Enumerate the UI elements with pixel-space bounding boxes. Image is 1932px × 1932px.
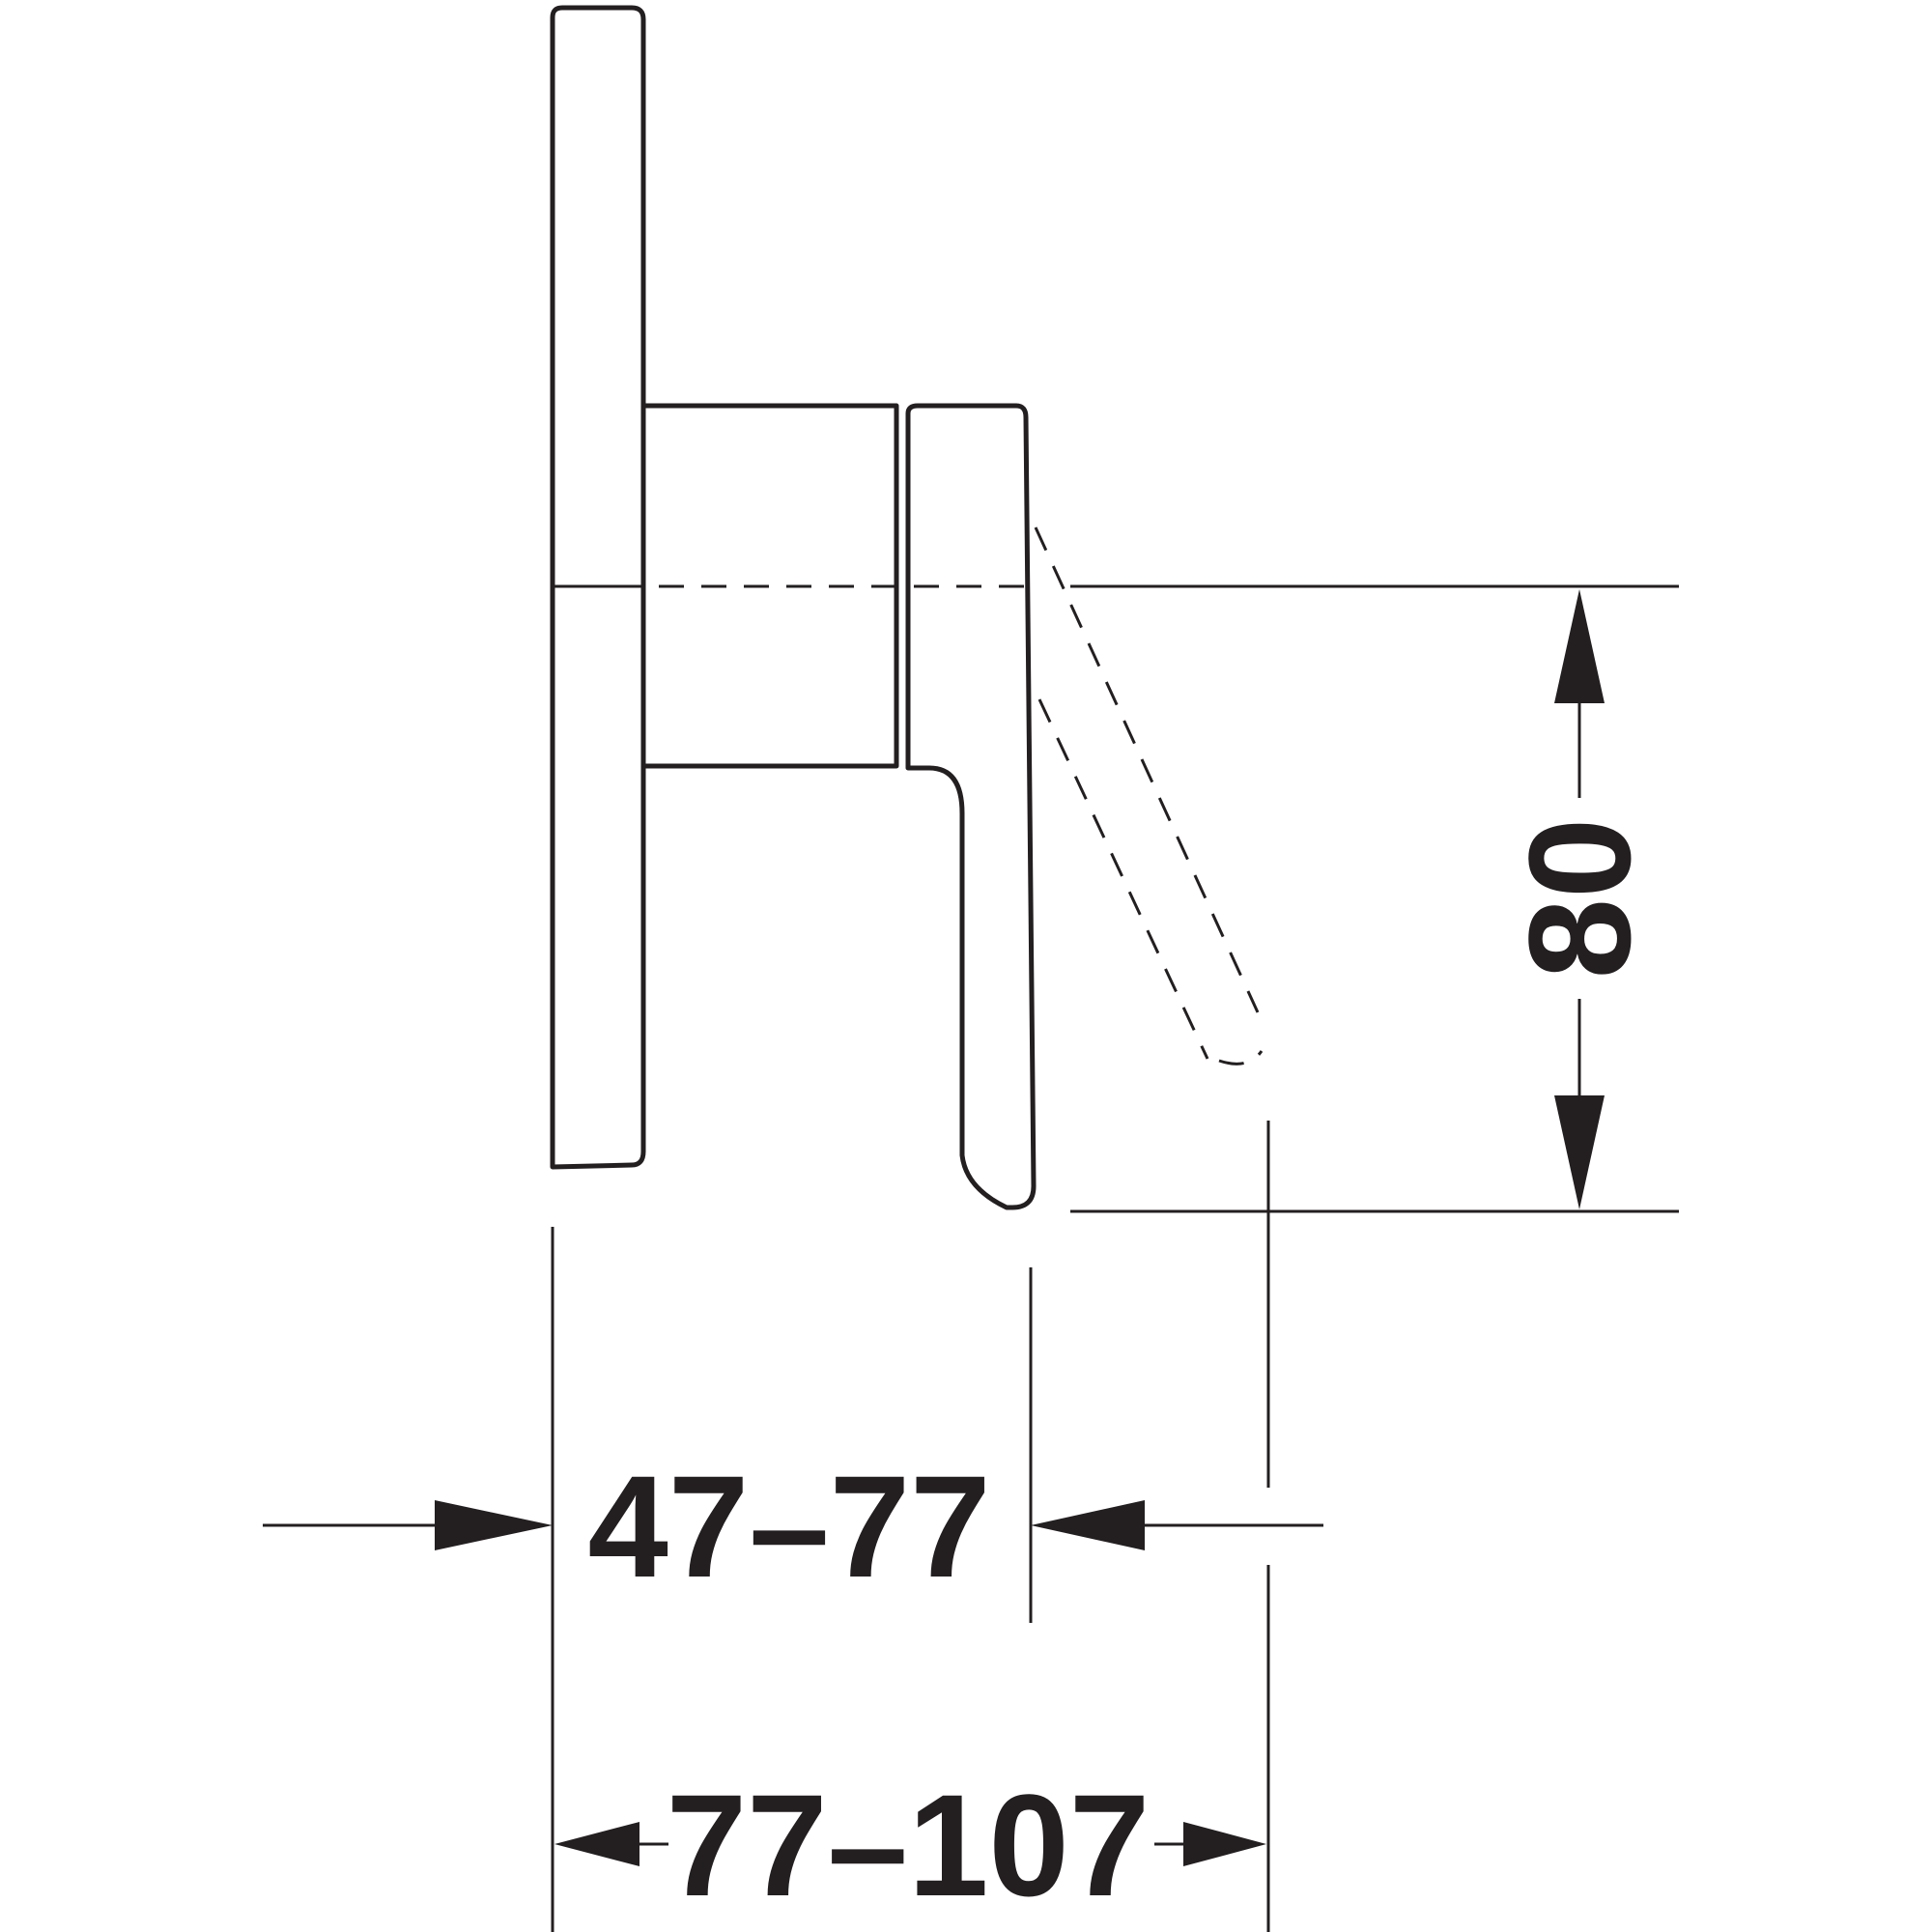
- arrow-right-icon: [435, 1500, 553, 1550]
- arrow-left-icon: [554, 1822, 639, 1866]
- depth-body-dimension: 47–77: [263, 1445, 1323, 1607]
- extension-lines: [551, 584, 1679, 1932]
- height-dimension-label: 80: [1498, 818, 1661, 980]
- arrow-up-icon: [1554, 589, 1605, 703]
- depth-total-dimension: 77–107: [554, 1764, 1266, 1926]
- lever-handle-open-position: [1034, 526, 1264, 1065]
- arrow-down-icon: [1554, 1095, 1605, 1209]
- depth-total-dimension-label: 77–107: [667, 1764, 1151, 1926]
- depth-body-dimension-label: 47–77: [587, 1445, 990, 1607]
- lever-handle: [905, 403, 1037, 1210]
- arrow-left-icon: [1031, 1500, 1145, 1550]
- cover-plate: [550, 5, 646, 1170]
- height-dimension: 80: [1498, 589, 1661, 1209]
- arrow-right-icon: [1183, 1822, 1266, 1866]
